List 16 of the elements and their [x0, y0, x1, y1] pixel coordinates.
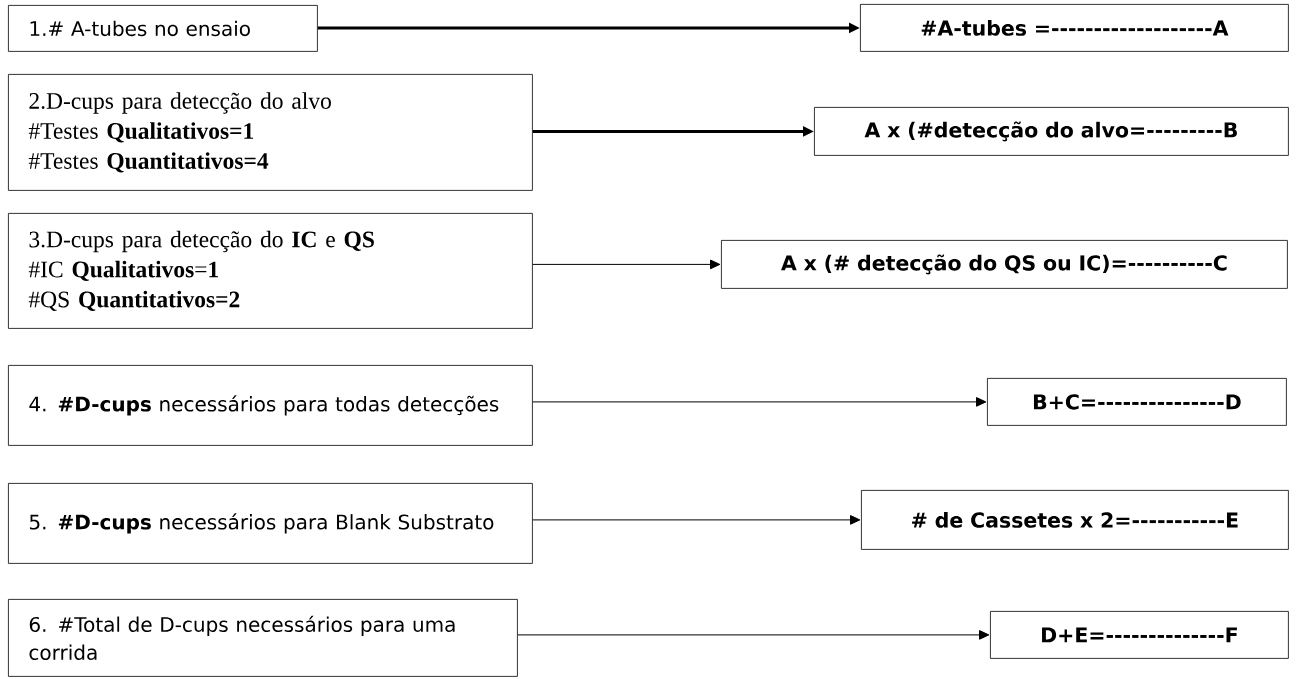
result-box: #A-tubes =-------------------A: [860, 4, 1289, 52]
result-box: B+C=---------------D: [987, 378, 1287, 426]
step-box: 1.# A-tubes no ensaio: [8, 5, 318, 52]
step-box: 4. #D-cups necessários para todas detecções: [8, 365, 533, 446]
arrow: [532, 259, 721, 270]
step-box: 6. #Total de D-cups necessários para uma corrida: [8, 599, 518, 677]
arrow: [517, 630, 990, 640]
result-box: A x (#detecção do alvo=---------B: [814, 107, 1289, 156]
result-box: # de Cassetes x 2=-----------E: [861, 490, 1289, 550]
arrow: [532, 515, 861, 525]
step-box: 2.D-cups para detecção do alvo #Testes Qualitativos=1 #Testes Quantitativos=4: [8, 74, 533, 191]
result-box: A x (# detecção do QS ou IC)=----------C: [721, 240, 1288, 289]
result-box: D+E=--------------F: [990, 611, 1289, 659]
step-box: 3.D-cups para detecção do IC e QS #IC Qualitativos=1 #QS Quantitativos=2: [8, 213, 533, 329]
step-box: 5. #D-cups necessários para Blank Substrato: [8, 483, 533, 564]
arrow: [532, 397, 987, 407]
